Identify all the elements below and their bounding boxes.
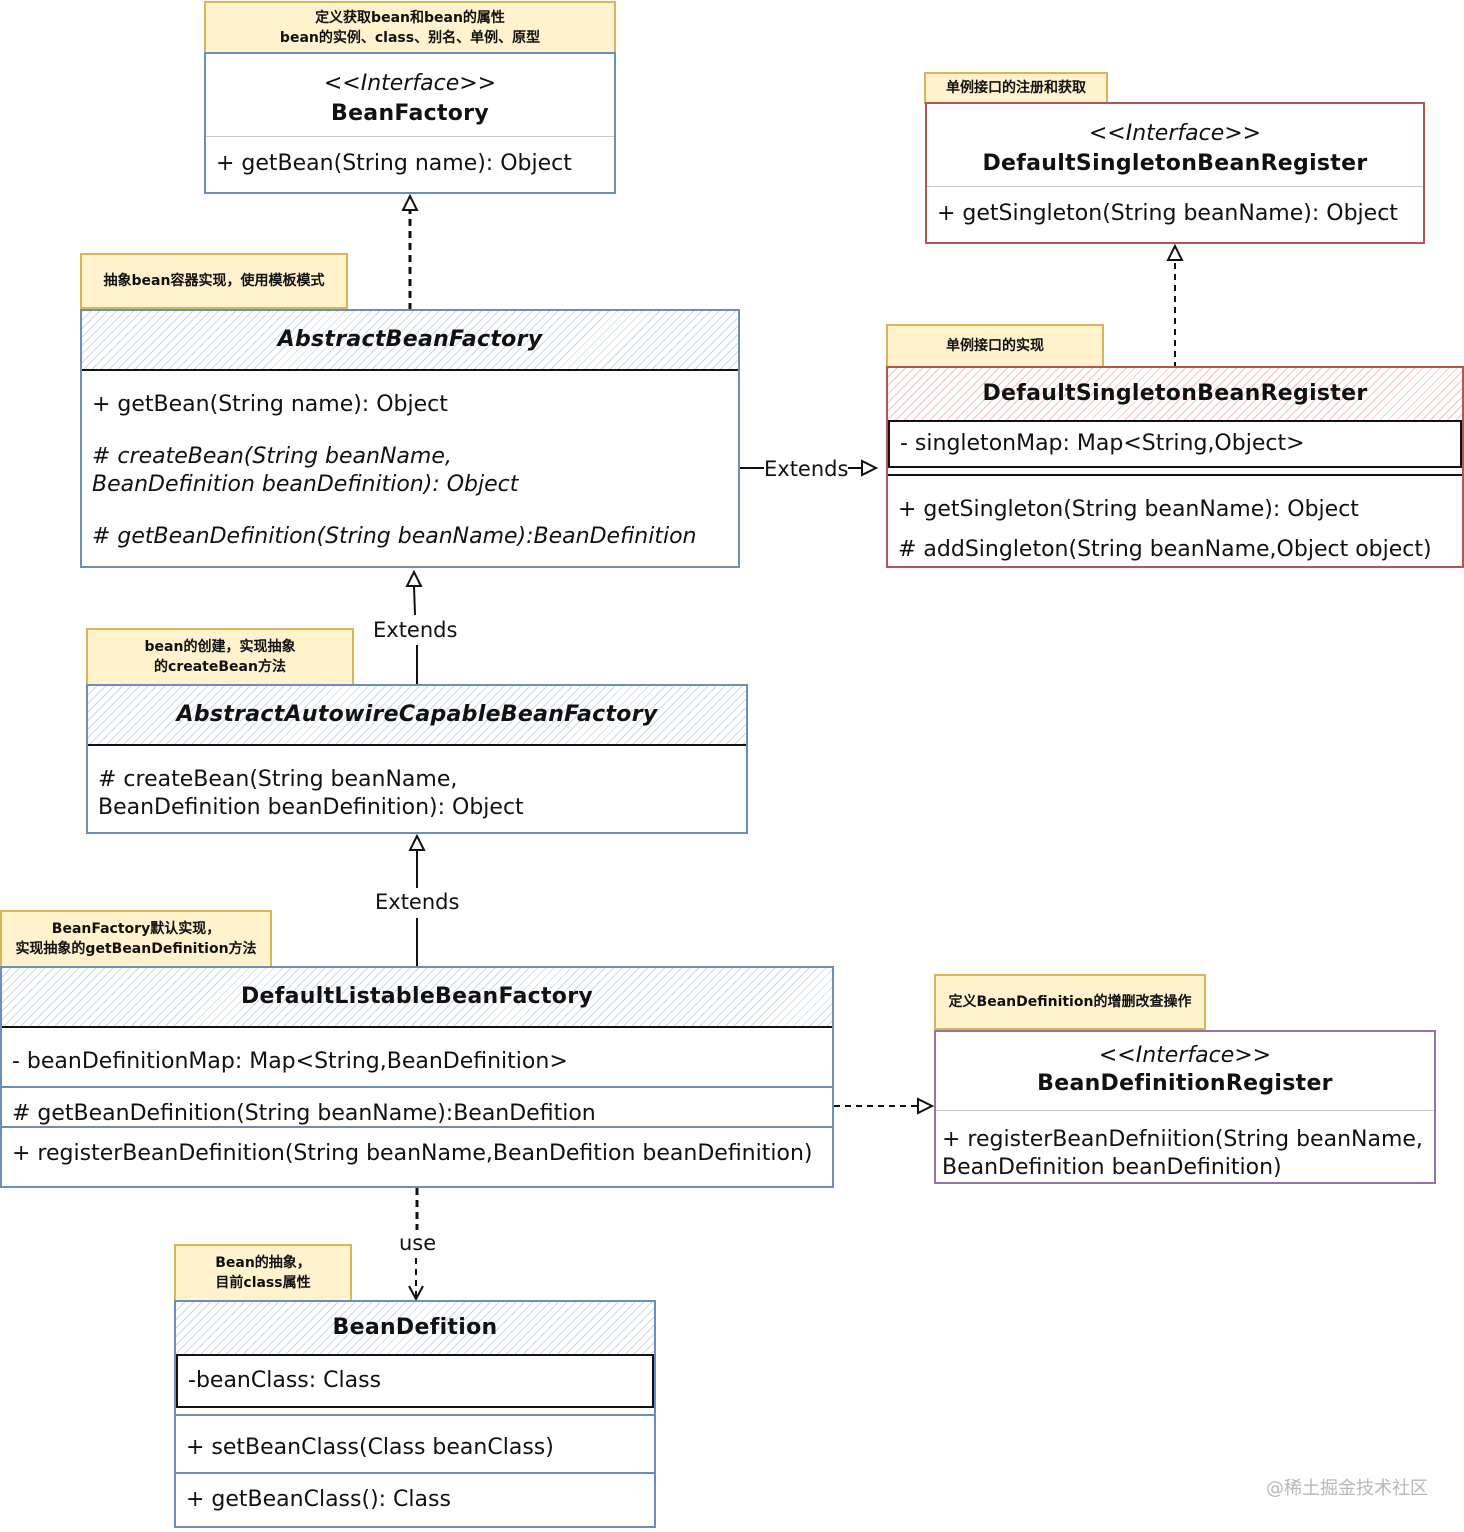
note-bean-factory: 定义获取bean和bean的属性 bean的实例、class、别名、单例、原型	[204, 1, 616, 54]
note-line: 定义获取bean和bean的属性	[315, 9, 505, 26]
watermark: @稀土掘金技术社区	[1266, 1478, 1428, 1499]
class-name: DefaultListableBeanFactory	[241, 984, 593, 1009]
method: + registerBeanDefniition(String beanName…	[942, 1127, 1423, 1152]
class-bean-definition[interactable]: BeanDefition -beanClass: Class + setBean…	[174, 1300, 656, 1528]
class-bean-factory[interactable]: <<Interface>> BeanFactory + getBean(Stri…	[204, 52, 616, 194]
divider	[88, 744, 746, 746]
note-default-listable: BeanFactory默认实现， 实现抽象的getBeanDefinition方…	[0, 910, 272, 968]
method-continued: BeanDefinition beanDefinition)	[942, 1155, 1282, 1180]
method: + getBeanClass(): Class	[186, 1487, 451, 1512]
divider	[2, 1086, 832, 1088]
class-name: BeanDefinitionRegister	[1037, 1071, 1333, 1096]
divider	[888, 474, 1462, 476]
divider	[206, 136, 614, 137]
field: - beanDefinitionMap: Map<String,BeanDefi…	[12, 1049, 568, 1074]
method-continued: BeanDefinition beanDefinition): Object	[92, 472, 519, 497]
divider	[176, 1472, 654, 1474]
note-autowire: bean的创建，实现抽象 的createBean方法	[86, 628, 354, 686]
class-bean-definition-register[interactable]: <<Interface>> BeanDefinitionRegister + r…	[934, 1030, 1436, 1184]
note-line: 实现抽象的getBeanDefinition方法	[15, 941, 257, 957]
extends-edge-autowire-upper	[413, 585, 416, 616]
field: -beanClass: Class	[188, 1368, 382, 1393]
class-autowire-factory[interactable]: AbstractAutowireCapableBeanFactory # cre…	[86, 684, 748, 834]
method: + registerBeanDefinition(String beanName…	[12, 1141, 813, 1166]
class-name: BeanFactory	[331, 101, 489, 126]
realization-arrowhead-singleton	[1166, 243, 1184, 261]
class-header: <<Interface>> BeanFactory	[206, 60, 614, 138]
realization-arrowhead-bean-factory	[401, 193, 419, 211]
field: - singletonMap: Map<String,Object>	[900, 431, 1305, 456]
extends-arrowhead-autowire	[405, 569, 423, 587]
method: + setBeanClass(Class beanClass)	[186, 1435, 554, 1460]
method: # addSingleton(String beanName,Object ob…	[898, 537, 1432, 562]
extends-arrowhead-singleton	[861, 459, 879, 477]
divider	[936, 1110, 1434, 1111]
class-singleton-register-interface[interactable]: <<Interface>> DefaultSingletonBeanRegist…	[925, 102, 1425, 244]
class-header: <<Interface>> BeanDefinitionRegister	[936, 1038, 1434, 1102]
method: # getBeanDefinition(String beanName):Bea…	[12, 1101, 596, 1126]
field-compartment: -beanClass: Class	[176, 1354, 654, 1408]
method: # getBeanDefinition(String beanName):Bea…	[92, 524, 697, 549]
extends-arrowhead-listable	[408, 833, 426, 851]
stereotype-label: <<Interface>>	[323, 71, 497, 96]
class-name: AbstractBeanFactory	[277, 327, 543, 352]
note-bd-register: 定义BeanDefinition的增删改查操作	[934, 974, 1206, 1030]
class-singleton-register-impl[interactable]: DefaultSingletonBeanRegister - singleton…	[886, 366, 1464, 568]
class-name: DefaultSingletonBeanRegister	[982, 381, 1368, 406]
method-continued: BeanDefinition beanDefinition): Object	[98, 795, 524, 820]
note-line: 单例接口的注册和获取	[946, 80, 1086, 96]
realization-arrowhead-bd-register	[917, 1097, 935, 1115]
stereotype-label: <<Interface>>	[1098, 1043, 1272, 1068]
divider	[2, 1126, 832, 1128]
extends-label-autowire: Extends	[371, 617, 460, 643]
note-singleton-impl: 单例接口的实现	[886, 324, 1104, 368]
class-header: AbstractAutowireCapableBeanFactory	[88, 686, 746, 744]
class-header: <<Interface>> DefaultSingletonBeanRegist…	[927, 110, 1423, 188]
extends-label-singleton: Extends	[764, 456, 849, 482]
note-line: bean的实例、class、别名、单例、原型	[279, 29, 541, 46]
class-name: AbstractAutowireCapableBeanFactory	[176, 702, 658, 727]
method: + getSingleton(String beanName): Object	[898, 497, 1359, 522]
field-compartment: - singletonMap: Map<String,Object>	[888, 420, 1462, 468]
note-singleton-interface: 单例接口的注册和获取	[924, 72, 1108, 104]
class-header: DefaultListableBeanFactory	[2, 968, 832, 1026]
use-arrowhead	[408, 1285, 424, 1302]
note-abstract-factory: 抽象bean容器实现，使用模板模式	[80, 253, 348, 309]
method: # createBean(String beanName,	[92, 444, 452, 469]
note-line: 目前class属性	[215, 1275, 311, 1291]
note-bean-definition: Bean的抽象， 目前class属性	[174, 1244, 352, 1302]
method: + getSingleton(String beanName): Object	[937, 201, 1398, 226]
note-line: 单例接口的实现	[946, 338, 1044, 354]
class-name: DefaultSingletonBeanRegister	[982, 151, 1368, 176]
class-name: BeanDefition	[332, 1315, 498, 1340]
divider	[2, 1026, 832, 1028]
divider	[82, 369, 738, 371]
divider	[176, 1414, 654, 1416]
note-line: 定义BeanDefinition的增删改查操作	[948, 994, 1192, 1010]
note-line: 抽象bean容器实现，使用模板模式	[103, 273, 325, 289]
method: # createBean(String beanName,	[98, 767, 458, 792]
use-label: use	[397, 1230, 439, 1256]
note-line: Bean的抽象，	[215, 1255, 311, 1271]
extends-label-listable: Extends	[373, 889, 462, 915]
note-line: 的createBean方法	[154, 659, 286, 675]
class-header: DefaultSingletonBeanRegister	[888, 368, 1462, 420]
method: + getBean(String name): Object	[216, 151, 572, 176]
class-header: AbstractBeanFactory	[82, 311, 738, 369]
class-abstract-bean-factory[interactable]: AbstractBeanFactory + getBean(String nam…	[80, 309, 740, 568]
class-default-listable-factory[interactable]: DefaultListableBeanFactory - beanDefinit…	[0, 966, 834, 1188]
note-line: bean的创建，实现抽象	[144, 639, 296, 655]
note-line: BeanFactory默认实现，	[51, 921, 221, 937]
method: + getBean(String name): Object	[92, 392, 448, 417]
stereotype-label: <<Interface>>	[1088, 121, 1262, 146]
divider	[927, 186, 1423, 187]
class-header: BeanDefition	[176, 1302, 654, 1354]
